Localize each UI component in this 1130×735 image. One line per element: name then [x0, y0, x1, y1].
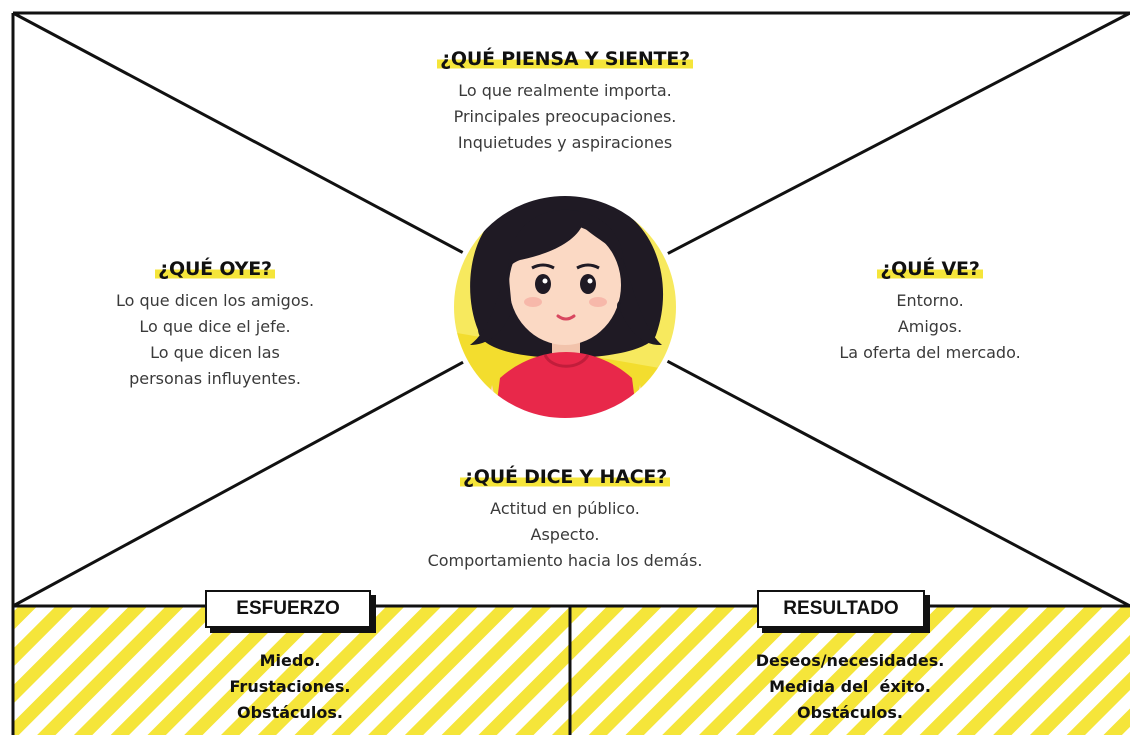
- result-line: Deseos/necesidades.: [755, 651, 945, 670]
- sees-lines: Entorno. Amigos. La oferta del mercado.: [800, 288, 1060, 366]
- says-does-line: Aspecto.: [530, 525, 600, 544]
- hears-lines: Lo que dicen los amigos. Lo que dice el …: [80, 288, 350, 392]
- says-does-title: ¿QUÉ DICE Y HACE?: [459, 466, 671, 488]
- result-lines: Deseos/necesidades. Medida del éxito. Ob…: [730, 648, 970, 726]
- sees-line: La oferta del mercado.: [839, 343, 1021, 362]
- says-does-section: ¿QUÉ DICE Y HACE? Actitud en público. As…: [385, 466, 745, 574]
- thinks-feels-line: Inquietudes y aspiraciones: [457, 133, 673, 152]
- hears-line: Lo que dice el jefe.: [139, 317, 291, 336]
- hears-line: Lo que dicen los amigos.: [115, 291, 315, 310]
- says-does-lines: Actitud en público. Aspecto. Comportamie…: [385, 496, 745, 574]
- sees-title: ¿QUÉ VE?: [877, 258, 983, 280]
- sees-line: Entorno.: [896, 291, 964, 310]
- effort-lines: Miedo. Frustaciones. Obstáculos.: [190, 648, 390, 726]
- thinks-feels-section: ¿QUÉ PIENSA Y SIENTE? Lo que realmente i…: [390, 48, 740, 156]
- effort-line: Obstáculos.: [237, 703, 343, 722]
- sees-section: ¿QUÉ VE? Entorno. Amigos. La oferta del …: [800, 258, 1060, 366]
- says-does-line: Actitud en público.: [490, 499, 640, 518]
- thinks-feels-title: ¿QUÉ PIENSA Y SIENTE?: [437, 48, 693, 70]
- thinks-feels-line: Lo que realmente importa.: [458, 81, 672, 100]
- thinks-feels-lines: Lo que realmente importa. Principales pr…: [390, 78, 740, 156]
- result-label: RESULTADO: [757, 590, 925, 628]
- thinks-feels-line: Principales preocupaciones.: [453, 107, 677, 126]
- result-line: Obstáculos.: [797, 703, 903, 722]
- hears-title: ¿QUÉ OYE?: [155, 258, 275, 280]
- person-avatar-icon: [449, 191, 681, 423]
- hears-line: Lo que dicen las: [150, 343, 280, 362]
- hears-section: ¿QUÉ OYE? Lo que dicen los amigos. Lo qu…: [80, 258, 350, 392]
- sees-line: Amigos.: [897, 317, 963, 336]
- effort-line: Frustaciones.: [229, 677, 351, 696]
- effort-line: Miedo.: [259, 651, 321, 670]
- result-line: Medida del éxito.: [769, 677, 931, 696]
- hears-line: personas influyentes.: [129, 369, 301, 388]
- effort-label: ESFUERZO: [205, 590, 371, 628]
- says-does-line: Comportamiento hacia los demás.: [427, 551, 703, 570]
